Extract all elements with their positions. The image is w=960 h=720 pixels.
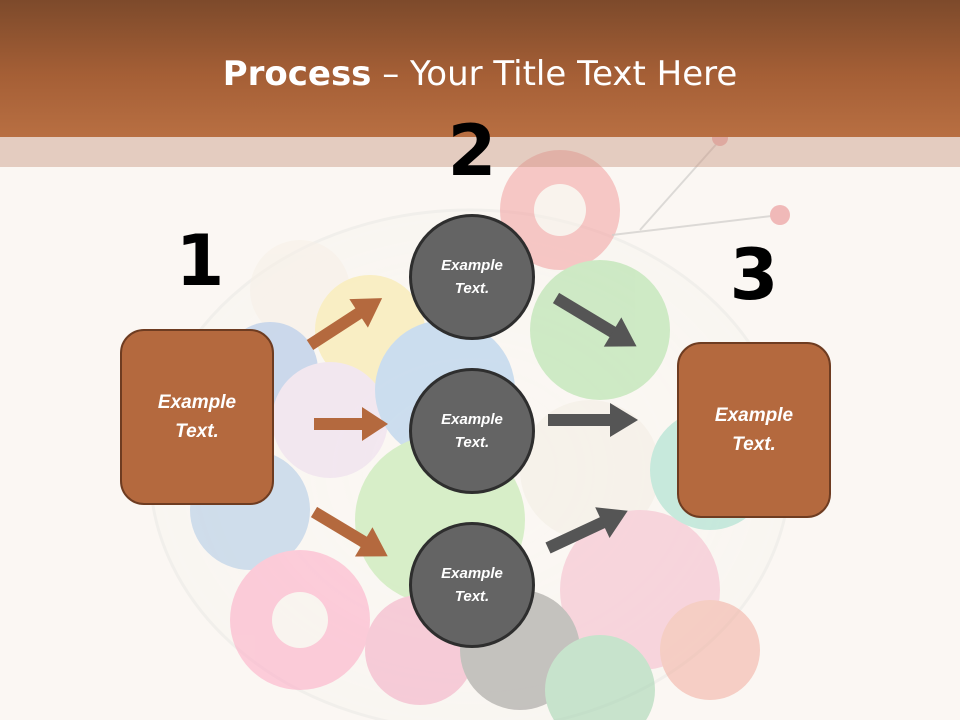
arrow-left-to-circle-1	[306, 298, 383, 351]
title-rest-part: – Your Title Text Here	[371, 54, 738, 94]
right-text-box: Example Text.	[677, 342, 831, 518]
arrow-circle-3-to-right	[545, 507, 628, 554]
arrow-circle-1-to-right	[552, 292, 637, 347]
step-number-1: 1	[175, 220, 225, 302]
arrow-left-to-circle-2	[314, 407, 388, 441]
circle-3-text: Example Text.	[441, 565, 503, 605]
left-text-box: Example Text.	[120, 329, 274, 505]
slide-title: Process – Your Title Text Here	[0, 50, 960, 98]
right-box-text: Example Text.	[714, 405, 794, 455]
step-number-3: 3	[729, 234, 779, 316]
left-arrows	[306, 298, 388, 557]
circle-2-text: Example Text.	[441, 411, 503, 451]
circle-1-text: Example Text.	[441, 257, 503, 297]
process-circle-1: Example Text.	[409, 214, 535, 340]
arrow-circle-2-to-right	[548, 403, 638, 437]
title-bold-part: Process	[222, 54, 372, 94]
left-box-text: Example Text.	[157, 392, 237, 442]
step-number-2: 2	[447, 110, 497, 192]
process-circle-3: Example Text.	[409, 522, 535, 648]
process-circle-2: Example Text.	[409, 368, 535, 494]
title-bar	[0, 0, 960, 137]
arrow-left-to-circle-3	[310, 506, 388, 557]
title-accent-strip	[0, 137, 960, 167]
right-arrows	[545, 292, 638, 554]
